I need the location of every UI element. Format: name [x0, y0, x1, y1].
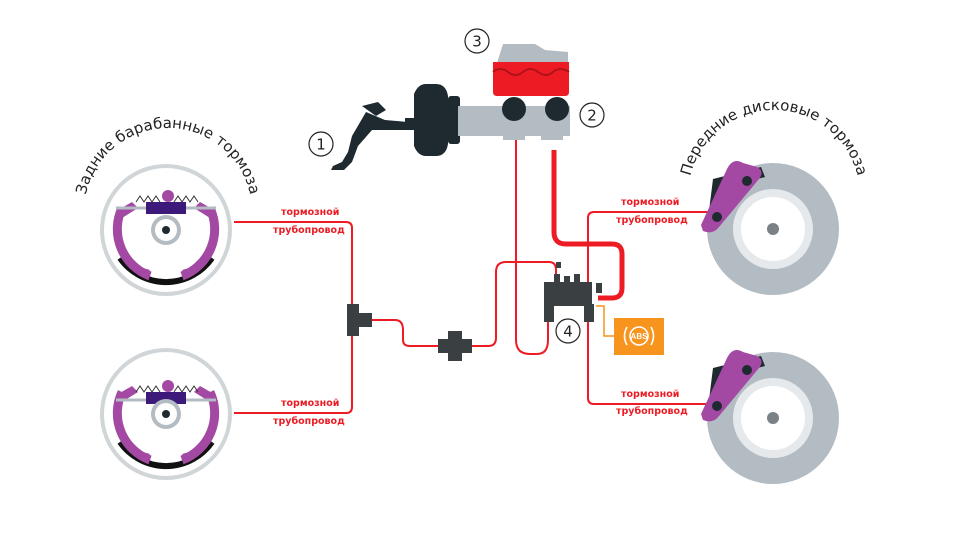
brake-pedal	[331, 102, 408, 170]
brake-line-rear-upper	[234, 221, 353, 306]
rear-drum-brake-lower	[100, 348, 232, 480]
brake-line-master-loop	[515, 140, 549, 355]
pipe-label-rear-lower: тормозной трубопровод	[273, 398, 345, 427]
abs-warning-icon: ABS	[614, 318, 664, 355]
pipe-label-line2: трубопровод	[273, 225, 345, 236]
brake-line-junction-to-modulator	[470, 261, 557, 347]
abs-modulator	[544, 262, 614, 337]
abs-badge-text: ABS	[631, 332, 649, 341]
pipe-label-line1: тормозной	[281, 398, 339, 409]
callout-4-text: 4	[563, 323, 573, 341]
pipe-label-line1: тормозной	[621, 197, 679, 208]
pipe-label-line2: трубопровод	[616, 215, 688, 226]
callout-4: 4	[555, 318, 581, 344]
vacuum-booster	[405, 84, 460, 156]
callout-2-text: 2	[587, 107, 597, 125]
brake-line-rear-lower	[234, 334, 353, 414]
callout-3-text: 3	[472, 33, 482, 51]
brake-line-front-lower	[587, 316, 716, 405]
brake-line-front-upper	[587, 211, 716, 284]
callout-1-text: 1	[316, 136, 326, 154]
brake-junction	[438, 331, 472, 361]
pipe-label-line1: тормозной	[281, 207, 339, 218]
pipe-label-line2: трубопровод	[273, 416, 345, 427]
callout-3: 3	[464, 28, 490, 54]
rear-drum-brake-upper	[100, 164, 232, 296]
callout-2: 2	[579, 102, 605, 128]
brake-line-master-main	[551, 150, 625, 301]
pipe-label-line1: тормозной	[621, 389, 679, 400]
front-disc-brake-lower	[701, 350, 839, 484]
brake-lines	[234, 140, 716, 414]
pipe-label-front-lower: тормозной трубопровод	[616, 389, 688, 417]
callout-1: 1	[308, 131, 334, 157]
master-cylinder	[458, 44, 570, 140]
fluid-reservoir	[492, 44, 570, 96]
pipe-label-front-upper: тормозной трубопровод	[616, 197, 688, 226]
brake-tee	[347, 304, 372, 336]
brake-line-tee-to-junction	[370, 319, 440, 347]
pipe-label-rear-upper: тормозной трубопровод	[273, 207, 345, 236]
pipe-label-line2: трубопровод	[616, 406, 688, 417]
front-disc-brake-upper	[701, 161, 839, 295]
